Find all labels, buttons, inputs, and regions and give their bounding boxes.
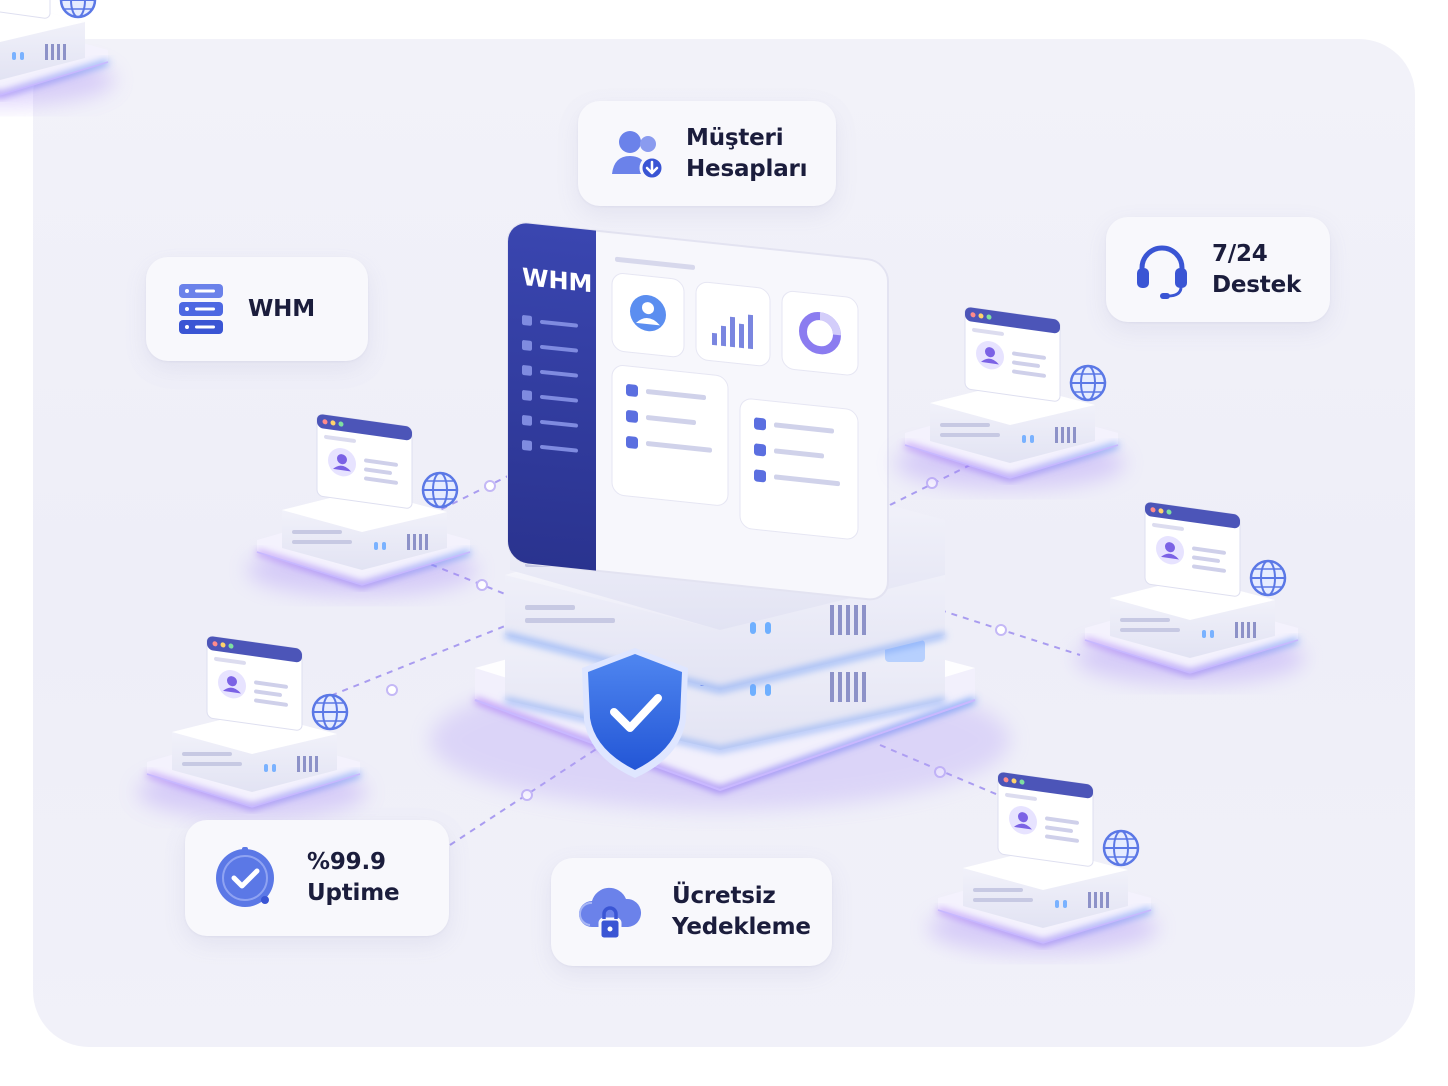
server-stack-icon xyxy=(176,282,226,336)
support-card: 7/24 Destek xyxy=(1106,217,1330,322)
security-shield-icon xyxy=(582,648,688,778)
whm-feature-card: WHM xyxy=(146,257,368,361)
backup-label-line2: Yedekleme xyxy=(672,914,811,940)
uptime-card: %99.9 Uptime xyxy=(185,820,449,936)
support-label-line2: Destek xyxy=(1212,271,1302,298)
clock-check-icon xyxy=(213,846,277,910)
customer-accounts-card: Müşteri Hesapları xyxy=(578,101,836,206)
uptime-label-line2: Uptime xyxy=(307,880,400,906)
client-server-node-left-bottom xyxy=(137,636,367,818)
client-server-node-right-bottom xyxy=(928,772,1158,954)
users-icon xyxy=(606,126,666,182)
accounts-label-line1: Müşteri xyxy=(686,124,784,151)
client-server-node-right-top xyxy=(895,307,1125,489)
backup-label-line1: Ücretsiz xyxy=(672,883,776,909)
uptime-label-line1: %99.9 xyxy=(307,849,386,875)
whm-label: WHM xyxy=(248,295,315,322)
free-backup-card: Ücretsiz Yedekleme xyxy=(551,858,832,966)
support-label-line1: 7/24 xyxy=(1212,240,1268,267)
central-server: WHM xyxy=(430,222,1010,810)
cloud-lock-icon xyxy=(576,881,642,943)
client-server-node-right-middle xyxy=(1075,502,1305,684)
client-server-node xyxy=(0,0,115,106)
accounts-label-line2: Hesapları xyxy=(686,155,808,182)
client-server-node-left-top xyxy=(247,414,477,596)
headset-icon xyxy=(1132,240,1192,300)
